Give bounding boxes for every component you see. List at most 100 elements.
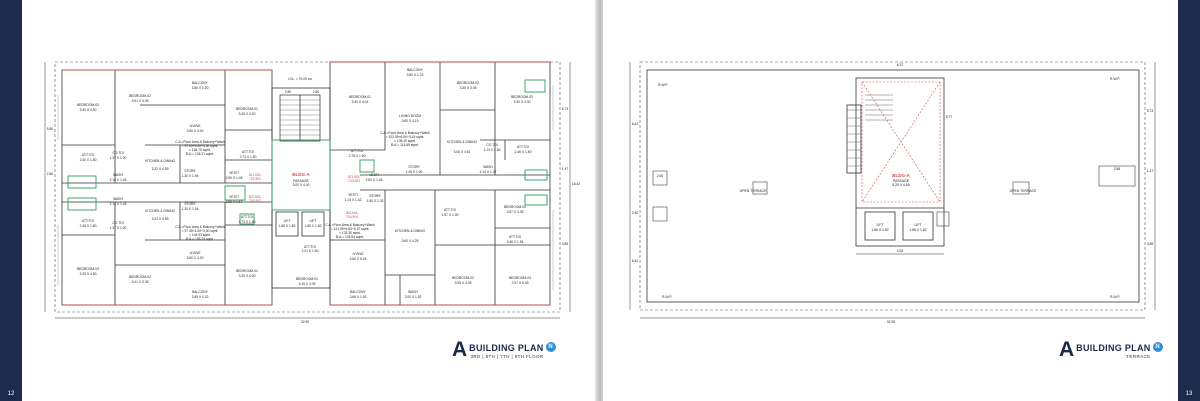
brand-title: BUILDING PLAN	[1076, 343, 1151, 353]
room-balcony-tl: BALCONY	[192, 81, 209, 85]
ca-tr-3: = 108.25 sqmt.	[394, 139, 416, 143]
room-co-toi-bl-dim: 1.37 X 1.00	[110, 226, 127, 230]
room-vesti-tl-dim: 2.80 X 1.45	[226, 176, 243, 180]
room-bedroom01-br-dim: 4.15 X 3.05	[299, 282, 316, 286]
room-balcony-br-dim: 3.66 X 1.53	[350, 295, 367, 299]
room-bedroom01-br: BEDROOM-01	[296, 277, 318, 281]
room-bedroom03-br: BEDROOM-03	[509, 276, 531, 280]
north-badge-icon: N	[1152, 342, 1163, 352]
room-kitchen-br-dim: 3.60 X 4.25	[402, 239, 419, 243]
room-bedroom02-tr: BEDROOM-02	[457, 81, 479, 85]
room-bedroom02-tr-dim: 3.30 X 3.05	[460, 86, 477, 90]
room-store-bl: STORE	[184, 202, 196, 206]
room-att-toi-tr2-dim: 2.46 X 1.50	[515, 150, 532, 154]
unit-ids-1b: 701,901	[249, 177, 261, 181]
dim-top-b: 2.80	[313, 90, 320, 94]
ba-tl: B.A.= 106.21 sqmt.	[186, 152, 214, 156]
ca-tr: C.A.=Floor Area & Balcony+Wash	[380, 131, 430, 135]
room-vesti-c2: VESTI	[348, 193, 358, 197]
room-bedroom01-bl: BEDROOM-01	[236, 269, 258, 273]
dim-center: 16.42	[572, 182, 580, 186]
room-bedroom02-bl: BEDROOM-02	[129, 275, 151, 279]
room-living-bl-dim: 3.60 X 4.00	[187, 256, 204, 260]
dim-right-b: 1.47	[562, 167, 569, 171]
room-att-toi-bl-dim: 2.73 X 1.50	[239, 220, 256, 224]
unit-ids-4: 304,504,	[346, 211, 359, 215]
dim-inner-a: 2.62	[897, 249, 904, 253]
room-store-c2-dim: 1.50 X 1.32	[367, 199, 384, 203]
room-bedroom01-tl: BEDROOM-01	[236, 107, 258, 111]
room-kitchen-bl-dim: 3.22 X 4.59	[152, 217, 169, 221]
passage-label: PASSAGE	[893, 179, 910, 183]
room-kitchen-tl-dim: 3.22 X 4.59	[152, 167, 169, 171]
dim-inner-b: 5.77	[946, 115, 953, 119]
room-living-room-tr: LIVING ROOM	[399, 114, 421, 118]
room-living-tl-dim: 3.60 X 4.00	[187, 129, 204, 133]
dim-left-a: 6.42	[632, 122, 639, 126]
room-balcony-bl: BALCONY	[192, 290, 209, 294]
north-badge-icon: N	[545, 342, 556, 352]
unit-ids-1: 301,501,	[249, 173, 262, 177]
dim-right-a: 5.73	[562, 107, 569, 111]
room-vesti-c-dim: 2.80 X 1.45	[366, 178, 383, 182]
dim-right-c: 3.85	[562, 242, 569, 246]
brand-text: BUILDING PLAN 3RD | 5TH | 7TH | 9TH FLOO…	[469, 343, 543, 359]
dim-left-a: 5.80	[47, 127, 54, 131]
passage-dim: 3.00 X 4.00	[293, 183, 310, 187]
room-wash-tl-dim: 2.14 X 1.45	[110, 178, 127, 182]
dim-right-a: 5.73	[1147, 109, 1154, 113]
ca-tl-3: = 104.76 sqmt.	[189, 148, 211, 152]
room-balcony-tl-dim: 3.80 X 1.20	[192, 86, 209, 90]
room-vesti-c2-dim: 1.14 X 1.42	[345, 198, 362, 202]
rwp-bottom-left: R.W.P.	[662, 295, 672, 299]
rwp-top-left: R.W.P.	[658, 83, 668, 87]
room-kitchen-tr-dim: 3.06 X 4.62	[454, 150, 471, 154]
ca-br: C.A.=Floor Area & Balcony+Wash	[325, 223, 375, 227]
dim-top-a: 2.80	[285, 90, 292, 94]
dim-left-b: 2.40	[632, 211, 639, 215]
ba-tr: B.A.= 113.60 sqmt.	[391, 143, 419, 147]
room-att-toi-br2-dim: 1.57 X 1.00	[442, 213, 459, 217]
room-store-c-dim: 1.45 X 1.90	[406, 170, 423, 174]
room-att-toi-tr: ATT.TOI	[351, 149, 363, 153]
room-store-tl-dim: 1.30 X 1.94	[182, 174, 199, 178]
passage-dim: 5.25 X 4.65	[892, 183, 909, 187]
room-store-tl: STORE	[184, 169, 196, 173]
room-att-toi-tr2: ATT.TOI	[517, 145, 529, 149]
room-kitchen-br: KITCHEN & DINING	[395, 229, 425, 233]
room-att-toi-tl2-dim: 2.40 X 1.80	[80, 158, 97, 162]
room-co-toi-tl: CO.TOI	[112, 151, 123, 155]
dim-left-b: 2.80	[47, 172, 54, 176]
dim-right-b: 1.47	[1147, 169, 1154, 173]
floor-plan-drawing: LVL. = 70.00 ea BLDG-A PASSAGE 3.00 X 4.…	[44, 61, 580, 324]
room-vesti-bl-dim: 2.80 X 1.17	[226, 200, 243, 204]
room-wash-br: WASH	[408, 290, 418, 294]
room-co-toi-tr: CO.TOI	[486, 143, 497, 147]
room-bedroom02-tl: BEDROOM-02	[129, 94, 151, 98]
building-plan-brand: A BUILDING PLAN 3RD | 5TH | 7TH | 9TH FL…	[452, 339, 556, 360]
lift-2-label: LIFT	[310, 219, 317, 223]
room-bedroom01-tl-dim: 3.30 X 4.00	[239, 112, 256, 116]
dim-total: 32.90	[887, 320, 896, 324]
right-page: 13	[603, 0, 1200, 401]
brand-subtitle: 3RD | 5TH | 7TH | 9TH FLOOR	[470, 354, 544, 359]
open-terrace-left: OPEN TERRACE	[740, 189, 767, 193]
room-balcony-br: BALCONY	[350, 290, 367, 294]
rwp-bottom-right: R.W.P.	[1110, 295, 1120, 299]
room-co-toi-bl: CO.TOI	[112, 221, 123, 225]
right-page-sidebar: 13	[1178, 0, 1200, 401]
passage-label: PASSAGE	[293, 179, 309, 183]
room-bedroom03-tr: BEDROOM-03	[511, 95, 533, 99]
lift-1-label: LIFT	[877, 223, 884, 227]
dim-total: 32.90	[301, 320, 309, 324]
room-balcony-tr: BALCONY	[407, 68, 424, 72]
room-bedroom01-bl-dim: 3.30 X 4.00	[239, 274, 256, 278]
room-wash-bl-dim: 2.14 X 1.45	[110, 202, 127, 206]
ca-tr-2: = 102.06+6.50+3.15 sqmt.	[386, 135, 425, 139]
brand-subtitle: TERRACE	[1126, 354, 1151, 359]
ca-bl: C.A.=Floor Area & Balcony+Wash	[175, 225, 225, 229]
lift-1-label: LIFT	[284, 219, 291, 223]
room-bedroom03-tl-dim: 3.30 X 4.50	[80, 108, 97, 112]
room-co-toi-tr-dim: 2.13 X 1.50	[484, 148, 501, 152]
